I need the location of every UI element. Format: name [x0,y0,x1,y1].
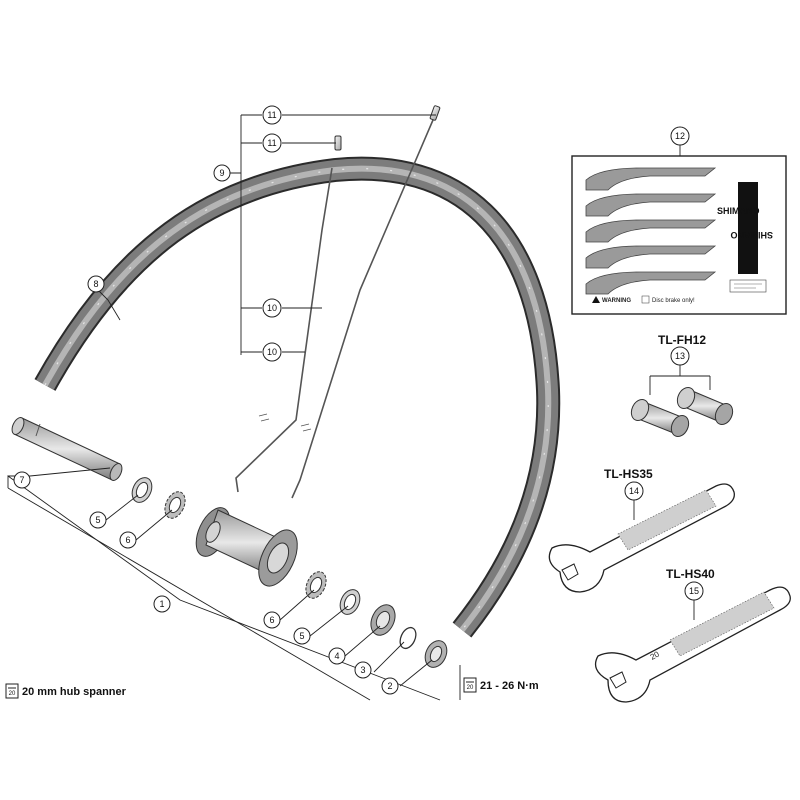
spanner-note-text: 20 mm hub spanner [22,686,127,698]
svg-text:9: 9 [219,168,224,178]
decal-brand-inverted-text: SHIMANO [731,230,774,240]
svg-text:6: 6 [125,535,130,545]
tool-fh12-left [630,398,690,438]
svg-text:2: 2 [387,681,392,691]
callout-13: 13 [670,346,690,366]
decal-disc-note: Disc brake only! [652,298,695,304]
callout-4: 4 [328,647,346,665]
nipple-2 [429,105,441,121]
spanner-note: 20 20 mm hub spanner [5,683,127,699]
o-ring [399,626,417,650]
callout-5-right: 5 [293,627,311,645]
svg-text:10: 10 [267,347,277,357]
svg-text:4: 4 [334,651,339,661]
callout-11-lower: 11 [262,133,282,153]
svg-text:5: 5 [95,515,100,525]
callout-7: 7 [13,471,31,489]
callout-8: 8 [87,275,105,293]
torque-note-text: 21 - 26 N·m [480,680,539,692]
callout-12: 12 [670,126,690,146]
bearing-nut-right [305,571,327,599]
callout-6-right: 6 [263,611,281,629]
svg-text:10: 10 [267,303,277,313]
callout-14: 14 [624,481,644,501]
svg-text:8: 8 [93,279,98,289]
tool-fh12-right [676,386,734,426]
spoke-2 [291,112,437,499]
callout-11-upper: 11 [262,105,282,125]
spacer [370,604,396,636]
tool-label-fh12: TL-FH12 [658,333,706,347]
spoke-1 [235,167,333,493]
svg-text:11: 11 [267,110,276,120]
disc-brake-icon [641,295,650,304]
warning-triangle-icon [592,296,600,303]
callout-10-lower: 10 [262,342,282,362]
spanner-size-text: 20 [9,691,16,697]
svg-text:7: 7 [19,475,24,485]
decal-rs-logos [585,167,717,295]
tool-label-hs40: TL-HS40 [666,567,715,581]
callout-5-left: 5 [89,511,107,529]
svg-text:15: 15 [689,586,699,596]
tool-label-hs35: TL-HS35 [604,467,653,481]
svg-text:6: 6 [269,615,274,625]
dust-cap-left [131,477,153,503]
rim [34,156,561,638]
svg-text:5: 5 [299,631,304,641]
callout-10-upper: 10 [262,298,282,318]
callout-3: 3 [354,661,372,679]
decal-warning-text: WARNING [602,298,631,304]
bearing-nut-left [164,491,186,519]
torque-size-text: 20 [467,685,474,691]
callout-2: 2 [381,677,399,695]
svg-text:12: 12 [675,131,685,141]
decal-black-bar [738,182,758,274]
callout-9: 9 [213,164,231,182]
svg-text:13: 13 [675,351,685,361]
torque-note: 20 21 - 26 N·m [463,677,539,693]
callout-15: 15 [684,581,704,601]
decal-brand-text: SHIMANO [717,206,760,216]
callout-1: 1 [153,595,171,613]
decal-spec-label [729,279,767,293]
decal-sheet: SHIMANO SHIMANO WARNING Disc brake only! [571,155,787,315]
svg-text:3: 3 [360,665,365,675]
svg-text:1: 1 [159,599,164,609]
svg-text:14: 14 [629,486,639,496]
hub-body [195,507,298,587]
axle [11,417,123,481]
tool-hs35-wrench [548,483,735,593]
svg-text:11: 11 [267,138,276,148]
callout-6-left: 6 [119,531,137,549]
tool-hs40-wrench: 20 [594,586,791,703]
dust-cap-right [339,589,361,615]
